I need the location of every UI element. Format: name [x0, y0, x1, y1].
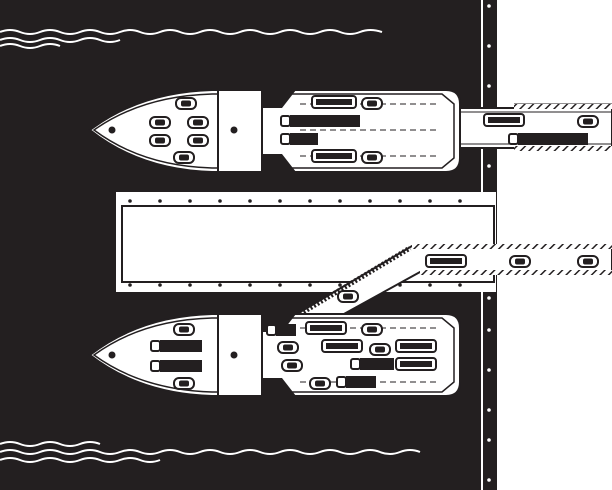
bus-icon	[311, 149, 357, 163]
car-icon	[361, 323, 383, 336]
bollard-icon	[487, 164, 491, 168]
car-icon	[149, 134, 171, 147]
bollard-icon	[487, 44, 491, 48]
bollard-icon	[308, 199, 312, 203]
bus-icon	[395, 357, 437, 371]
truck-icon	[508, 133, 588, 145]
bollard-icon	[487, 328, 491, 332]
car-icon	[369, 343, 391, 356]
bus-icon	[311, 95, 357, 109]
bollard-icon	[487, 478, 491, 482]
bollard-icon	[188, 283, 192, 287]
bus-icon	[425, 254, 467, 268]
bollard-icon	[487, 438, 491, 442]
bollard-icon	[158, 199, 162, 203]
bollard-icon	[458, 283, 462, 287]
car-icon	[173, 377, 195, 390]
bollard-icon	[487, 84, 491, 88]
car-icon	[187, 134, 209, 147]
bollard-icon	[458, 199, 462, 203]
car-icon	[361, 151, 383, 164]
truck-icon	[150, 340, 202, 352]
car-icon	[281, 359, 303, 372]
ferry-icon	[88, 89, 461, 173]
truck-icon	[280, 115, 360, 127]
bollard-icon	[398, 199, 402, 203]
car-icon	[277, 341, 299, 354]
bollard-icon	[248, 199, 252, 203]
bus-icon	[483, 113, 525, 127]
bollard-icon	[188, 199, 192, 203]
bus-icon	[321, 339, 363, 353]
car-icon	[577, 115, 599, 128]
truck-icon	[280, 133, 318, 145]
pier	[116, 192, 496, 292]
bollard-icon	[128, 283, 132, 287]
vehicles-layer	[149, 95, 599, 390]
car-icon	[577, 255, 599, 268]
bollard-icon	[487, 408, 491, 412]
car-icon	[173, 151, 195, 164]
truck-icon	[350, 358, 394, 370]
car-icon	[309, 377, 331, 390]
bus-icon	[305, 321, 347, 335]
bollard-icon	[278, 283, 282, 287]
bus-icon	[395, 339, 437, 353]
car-icon	[173, 323, 195, 336]
bollard-icon	[338, 283, 342, 287]
bollard-icon	[218, 199, 222, 203]
bollard-icon	[218, 283, 222, 287]
bollard-icon	[368, 199, 372, 203]
bollard-icon	[308, 283, 312, 287]
truck-icon	[336, 376, 376, 388]
car-icon	[187, 116, 209, 129]
bollard-icon	[338, 199, 342, 203]
bollard-icon	[487, 368, 491, 372]
truck-icon	[266, 324, 296, 336]
bollard-icon	[278, 199, 282, 203]
car-icon	[361, 97, 383, 110]
bollard-icon	[248, 283, 252, 287]
truck-icon	[150, 360, 202, 372]
car-icon	[175, 97, 197, 110]
car-icon	[149, 116, 171, 129]
bollard-icon	[487, 4, 491, 8]
bollard-icon	[428, 283, 432, 287]
car-icon	[509, 255, 531, 268]
car-icon	[337, 290, 359, 303]
bollard-icon	[487, 296, 491, 300]
bollard-icon	[128, 199, 132, 203]
bollard-row	[128, 4, 491, 482]
bollard-icon	[158, 283, 162, 287]
wave-icon	[0, 29, 421, 463]
bollard-icon	[428, 199, 432, 203]
